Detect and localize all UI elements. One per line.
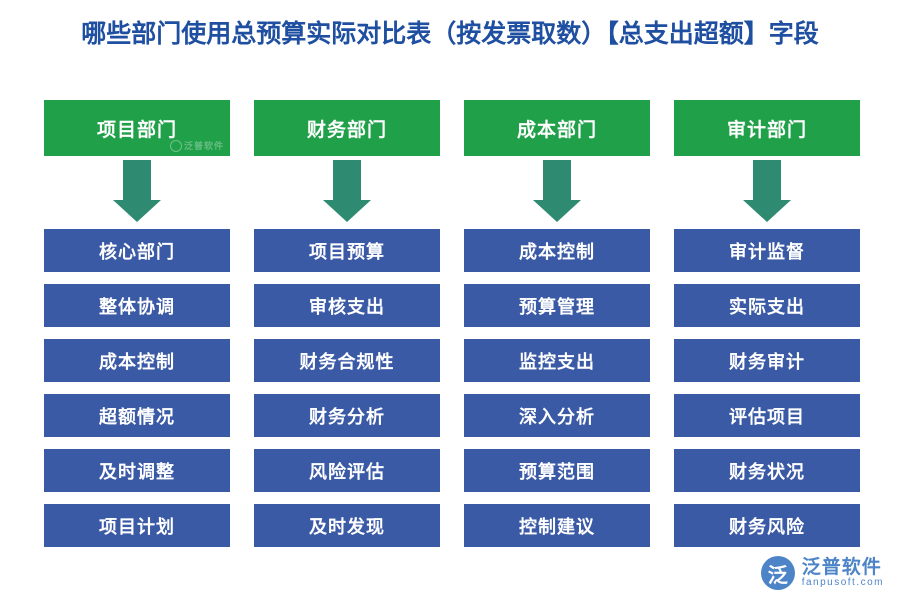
- list-item[interactable]: 财务风险: [674, 504, 860, 547]
- arrow-down-icon: [254, 156, 440, 229]
- brand-logo-icon: 泛: [760, 556, 795, 590]
- brand-text: 泛普软件 fanpusoft.com: [801, 556, 884, 588]
- arrow-head: [533, 199, 581, 222]
- column-header-box[interactable]: 财务部门: [254, 100, 440, 156]
- list-item[interactable]: 项目预算: [254, 229, 440, 272]
- list-item[interactable]: 整体协调: [44, 284, 230, 327]
- brand-domain: fanpusoft.com: [801, 576, 884, 588]
- arrow-head: [743, 199, 791, 222]
- column-header-label: 审计部门: [726, 119, 807, 141]
- list-item[interactable]: 及时调整: [44, 449, 230, 492]
- list-item[interactable]: 成本控制: [464, 229, 650, 272]
- column-header-box[interactable]: 审计部门: [674, 100, 860, 156]
- column-header-label: 项目部门: [96, 119, 177, 141]
- arrow-down-icon: [44, 156, 230, 229]
- list-item[interactable]: 财务合规性: [254, 339, 440, 382]
- column-header-box[interactable]: 成本部门: [464, 100, 650, 156]
- arrow-stem: [753, 159, 781, 200]
- arrow-down-icon: [464, 156, 650, 229]
- list-item[interactable]: 控制建议: [464, 504, 650, 547]
- list-item[interactable]: 财务状况: [674, 449, 860, 492]
- list-item[interactable]: 超额情况: [44, 394, 230, 437]
- arrow-stem: [123, 159, 151, 200]
- column-cost-department: 成本部门 成本控制 预算管理 监控支出 深入分析 预算范围 控制建议: [464, 100, 650, 547]
- column-project-department: 项目部门 泛普软件 核心部门 整体协调 成本控制 超额情况 及时调整 项目计划: [44, 100, 230, 547]
- brand-name: 泛普软件: [801, 556, 882, 578]
- list-item[interactable]: 审计监督: [674, 229, 860, 272]
- list-item[interactable]: 深入分析: [464, 394, 650, 437]
- column-header-label: 财务部门: [306, 119, 387, 141]
- column-finance-department: 财务部门 项目预算 审核支出 财务合规性 财务分析 风险评估 及时发现: [254, 100, 440, 547]
- list-item[interactable]: 财务分析: [254, 394, 440, 437]
- list-item[interactable]: 风险评估: [254, 449, 440, 492]
- list-item[interactable]: 成本控制: [44, 339, 230, 382]
- header-watermark: 泛普软件: [169, 139, 224, 152]
- arrow-down-icon: [674, 156, 860, 229]
- page-title: 哪些部门使用总预算实际对比表（按发票取数）【总支出超额】字段: [81, 20, 819, 48]
- list-item[interactable]: 预算范围: [464, 449, 650, 492]
- header-watermark-label: 泛普软件: [183, 141, 224, 151]
- columns-container: 项目部门 泛普软件 核心部门 整体协调 成本控制 超额情况 及时调整 项目计划: [44, 100, 860, 547]
- arrow-stem: [543, 159, 571, 200]
- list-item[interactable]: 财务审计: [674, 339, 860, 382]
- arrow-head: [113, 199, 161, 222]
- list-item[interactable]: 预算管理: [464, 284, 650, 327]
- list-item[interactable]: 审核支出: [254, 284, 440, 327]
- list-item[interactable]: 核心部门: [44, 229, 230, 272]
- list-item[interactable]: 评估项目: [674, 394, 860, 437]
- arrow-stem: [333, 159, 361, 200]
- list-item[interactable]: 及时发现: [254, 504, 440, 547]
- column-audit-department: 审计部门 审计监督 实际支出 财务审计 评估项目 财务状况 财务风险: [674, 100, 860, 547]
- list-item[interactable]: 实际支出: [674, 284, 860, 327]
- list-item[interactable]: 项目计划: [44, 504, 230, 547]
- brand-watermark: 泛 泛普软件 fanpusoft.com: [760, 556, 884, 590]
- arrow-head: [323, 199, 371, 222]
- column-header-box[interactable]: 项目部门 泛普软件: [44, 100, 230, 156]
- list-item[interactable]: 监控支出: [464, 339, 650, 382]
- column-header-label: 成本部门: [516, 119, 597, 141]
